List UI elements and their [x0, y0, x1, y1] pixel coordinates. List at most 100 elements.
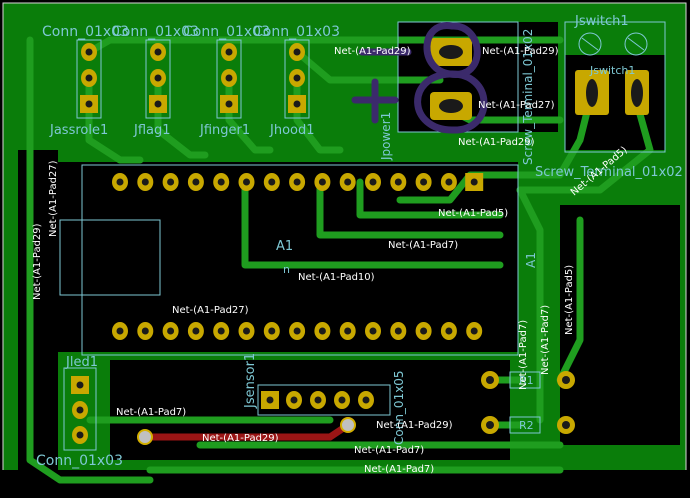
pad-hole — [318, 327, 326, 335]
conn2-name: Jflag1 — [133, 123, 171, 138]
pad-hole — [154, 48, 162, 56]
via — [137, 429, 153, 445]
net-label-pad29: Net-(A1-Pad29) — [202, 433, 279, 444]
pad-hole — [76, 406, 84, 414]
conn1-ref: Conn_01x03 — [42, 24, 129, 40]
led-name: Jled1 — [65, 355, 98, 370]
conn3-ref: Conn_01x03 — [183, 24, 270, 40]
footprint-outline — [284, 39, 310, 119]
conn4-name: Jhood1 — [269, 123, 315, 138]
pad-hole — [268, 178, 276, 186]
pad-hole — [470, 178, 478, 186]
net-label-pad7: Net-(A1-Pad7) — [518, 320, 529, 390]
r2-label: R2 — [519, 419, 534, 432]
conn3-name: Jfinger1 — [199, 123, 250, 138]
switch-name: Jswitch1 — [574, 14, 629, 29]
pad-hole — [85, 48, 93, 56]
pad-hole — [318, 178, 326, 186]
net-label-pad29: Net-(A1-Pad29) — [458, 137, 535, 148]
pad-hole — [445, 327, 453, 335]
net-label-pad7: Net-(A1-Pad7) — [116, 407, 186, 418]
pad-hole — [344, 178, 352, 186]
pad-hole — [394, 178, 402, 186]
pad-hole — [225, 100, 233, 108]
net-label-pad7: Net-(A1-Pad7) — [354, 445, 424, 456]
net-label-pad29: Net-(A1-Pad29) — [376, 420, 453, 431]
net-label-pad7: Net-(A1-Pad7) — [364, 464, 434, 475]
arduino-courtyard — [81, 164, 519, 356]
pad-hole — [293, 327, 301, 335]
pad-hole — [293, 74, 301, 82]
pad-hole — [225, 74, 233, 82]
pad-hole — [293, 48, 301, 56]
net-label-pad5: Net-(A1-Pad5) — [438, 208, 508, 219]
footprint-outline — [145, 39, 171, 119]
arduino-side-name: A1 — [524, 252, 538, 268]
led-outline — [63, 367, 97, 451]
net-label-pad10: Net-(A1-Pad10) — [298, 272, 375, 283]
pad-hole — [85, 100, 93, 108]
pad-hole — [338, 396, 346, 404]
pad-hole — [420, 178, 428, 186]
net-label-pad29: Net-(A1-Pad29) — [32, 223, 43, 300]
arduino-name: A1 — [276, 239, 293, 254]
pad-hole — [268, 327, 276, 335]
pad-hole — [116, 327, 124, 335]
pad-hole — [225, 48, 233, 56]
silkscreen-labels: Conn_01x03 Conn_01x03 Conn_01x03 Conn_01… — [36, 14, 683, 469]
power-ref: Screw_Terminal_01x02 — [521, 29, 535, 165]
pad-hole — [76, 431, 84, 439]
led-ref: Conn_01x03 — [36, 453, 123, 469]
pad-hole — [217, 178, 225, 186]
pad-hole — [154, 74, 162, 82]
power-name: Jpower1 — [379, 112, 393, 161]
pad-hole — [369, 327, 377, 335]
net-label-pad7: Net-(A1-Pad7) — [388, 240, 458, 251]
switch-name-inner: Jswitch1 — [589, 64, 635, 77]
pad-hole — [290, 396, 298, 404]
pad-hole — [293, 100, 301, 108]
sensor-ref: Conn_01x05 — [392, 370, 406, 445]
switch-outline — [564, 21, 666, 153]
footprint-outline — [216, 39, 242, 119]
net-label-pad29: Net-(A1-Pad29) — [482, 46, 559, 57]
sensor-outline — [257, 384, 391, 416]
pad-hole — [369, 178, 377, 186]
pad-hole — [394, 327, 402, 335]
handwritten-polarity-annotation — [351, 22, 488, 134]
net-label-pad7: Net-(A1-Pad7) — [540, 305, 551, 375]
pad-hole — [314, 396, 322, 404]
screw-terminals — [430, 32, 649, 120]
r1-label: R1 — [519, 374, 534, 387]
conn2-ref: Conn_01x03 — [112, 24, 199, 40]
pad-hole — [167, 327, 175, 335]
pad-hole — [85, 74, 93, 82]
pad-hole — [470, 327, 478, 335]
arduino-usb-outline — [59, 219, 161, 296]
conn1-name: Jassrole1 — [49, 123, 108, 138]
pad-hole — [76, 381, 84, 389]
net-label-pad27: Net-(A1-Pad27) — [48, 160, 59, 237]
net-label-pad27: Net-(A1-Pad27) — [172, 305, 249, 316]
pad-hole — [116, 178, 124, 186]
via — [340, 417, 356, 433]
switch-ref: Screw_Terminal_01x02 — [535, 165, 683, 180]
pad-hole — [141, 327, 149, 335]
net-label-pad29: Net-(A1-Pad29) — [334, 46, 411, 57]
footprint-outline — [76, 39, 102, 119]
pad-hole — [344, 327, 352, 335]
net-label-pad5: Net-(A1-Pad5) — [564, 265, 575, 335]
pad-hole — [243, 178, 250, 186]
pad-hole — [154, 100, 162, 108]
sensor-name: Jsensor1 — [243, 353, 258, 409]
pad-layer — [71, 39, 484, 444]
pad-hole — [192, 178, 200, 186]
pad-hole — [217, 327, 225, 335]
pad-hole — [266, 396, 274, 404]
pad-hole — [192, 327, 200, 335]
pad-hole — [420, 327, 428, 335]
net-label-pad27: Net-(A1-Pad27) — [478, 100, 555, 111]
pad-hole — [362, 396, 370, 404]
conn4-ref: Conn_01x03 — [253, 24, 340, 40]
